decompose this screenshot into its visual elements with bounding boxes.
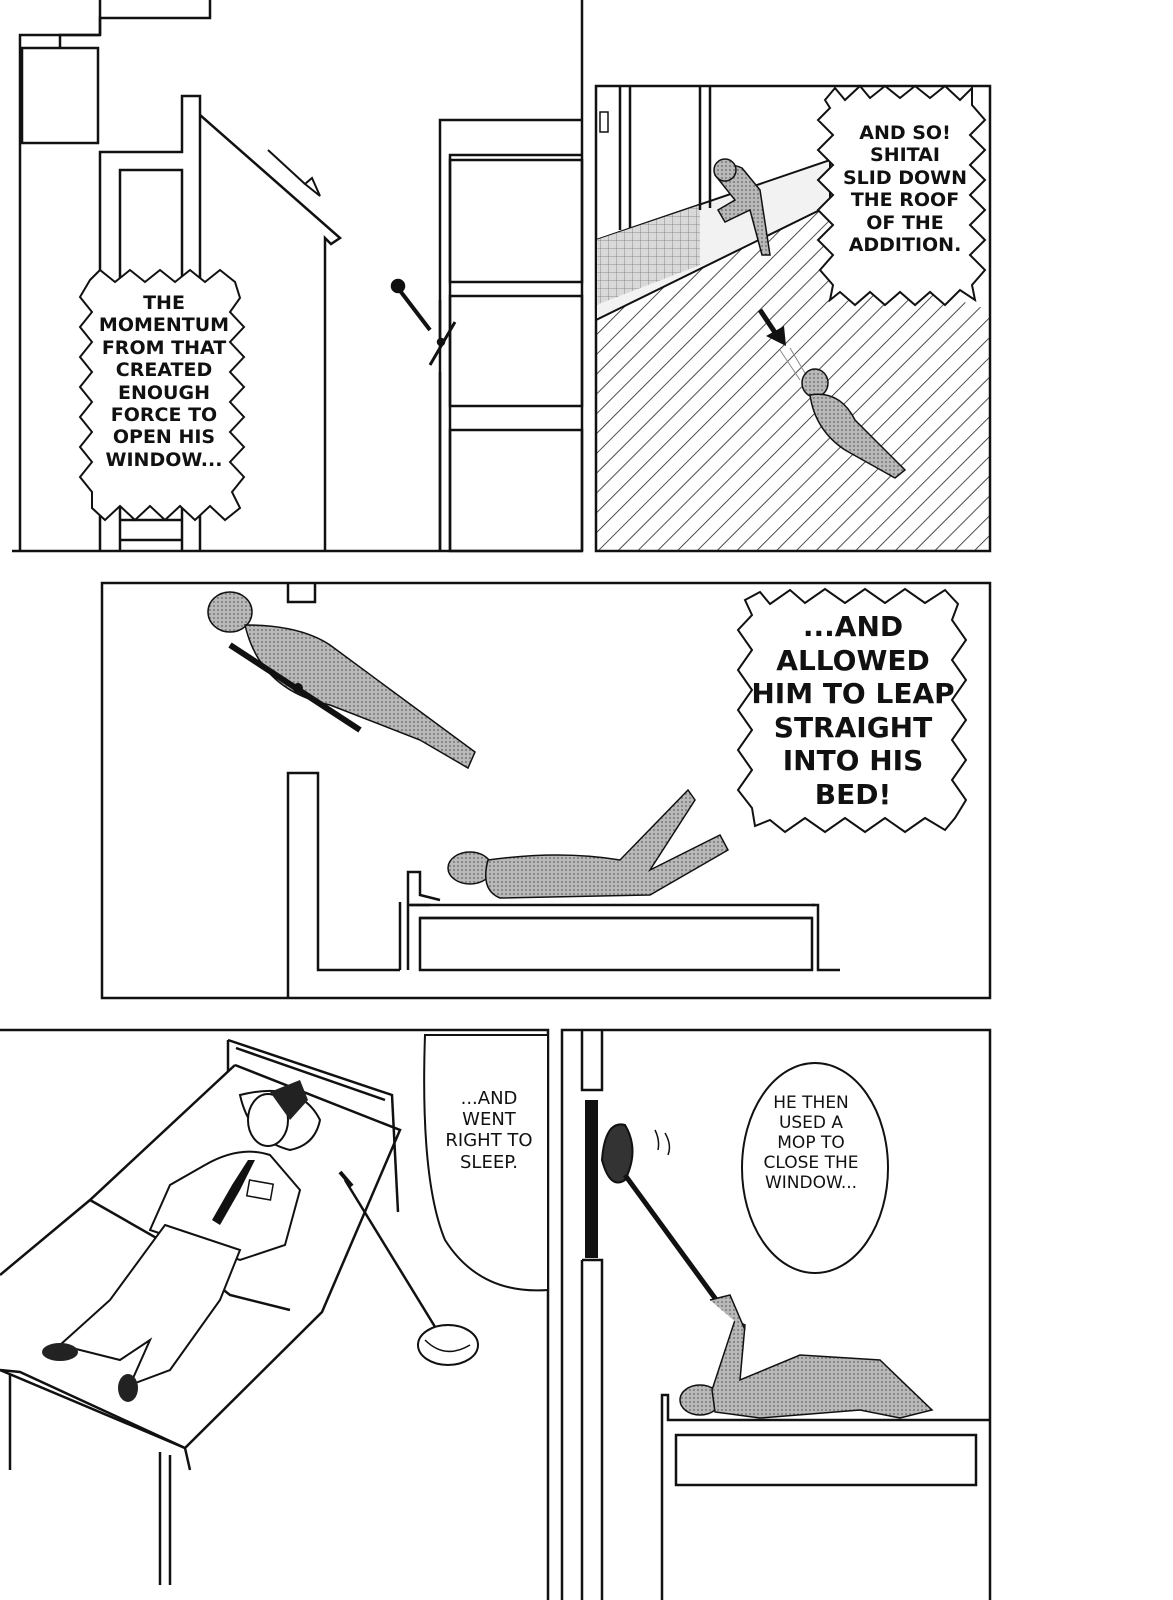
caption-line: MOP TO: [777, 1133, 845, 1154]
caption-line: WINDOW...: [105, 448, 223, 471]
caption-mop: HE THEN USED A MOP TO CLOSE THE WINDOW..…: [748, 1093, 874, 1193]
caption-line: OF THE: [866, 211, 944, 234]
caption-line: AND SO!: [859, 122, 951, 144]
caption-line: SHITAI: [870, 144, 940, 167]
caption-line: USED A: [778, 1113, 844, 1134]
caption-line: RIGHT TO: [445, 1130, 533, 1152]
panel-5: [560, 1028, 992, 1600]
caption-leap: ...AND ALLOWED HIM TO LEAP STRAIGHT INTO…: [748, 610, 958, 812]
caption-line: BED!: [814, 777, 892, 811]
caption-line: FROM THAT: [101, 336, 227, 359]
caption-line: HIM TO LEAP: [751, 677, 955, 711]
caption-line: FORCE TO: [110, 404, 218, 427]
caption-sleep: ...AND WENT RIGHT TO SLEEP.: [433, 1088, 545, 1173]
caption-line: CLOSE THE: [763, 1153, 859, 1174]
caption-line: SLEEP.: [460, 1151, 518, 1173]
caption-line: ...AND: [802, 610, 904, 643]
caption-momentum: THE MOMENTUM FROM THAT CREATED ENOUGH FO…: [96, 292, 232, 471]
panel-1: [12, 0, 584, 553]
panel-4: [0, 1028, 550, 1600]
caption-line: MOMENTUM: [98, 314, 230, 337]
caption-line: ENOUGH: [118, 381, 210, 404]
caption-line: CREATED: [115, 359, 213, 382]
caption-line: ADDITION.: [848, 234, 962, 257]
caption-line: WINDOW...: [764, 1173, 858, 1194]
caption-line: WENT: [462, 1109, 516, 1131]
caption-line: ...AND: [460, 1088, 518, 1109]
panel-2: [594, 84, 992, 553]
caption-line: THE: [143, 292, 185, 314]
speech-bubble-momentum: [78, 268, 246, 522]
caption-line: THE ROOF: [850, 189, 960, 212]
caption-line: STRAIGHT: [773, 710, 933, 744]
caption-line: ALLOWED: [776, 643, 930, 677]
caption-line: INTO HIS: [782, 744, 924, 778]
caption-line: OPEN HIS: [112, 426, 216, 449]
caption-line: HE THEN: [773, 1093, 849, 1113]
caption-slid-down: AND SO! SHITAI SLID DOWN THE ROOF OF THE…: [838, 122, 972, 256]
caption-line: SLID DOWN: [842, 166, 968, 189]
panel-3: [100, 581, 992, 1000]
